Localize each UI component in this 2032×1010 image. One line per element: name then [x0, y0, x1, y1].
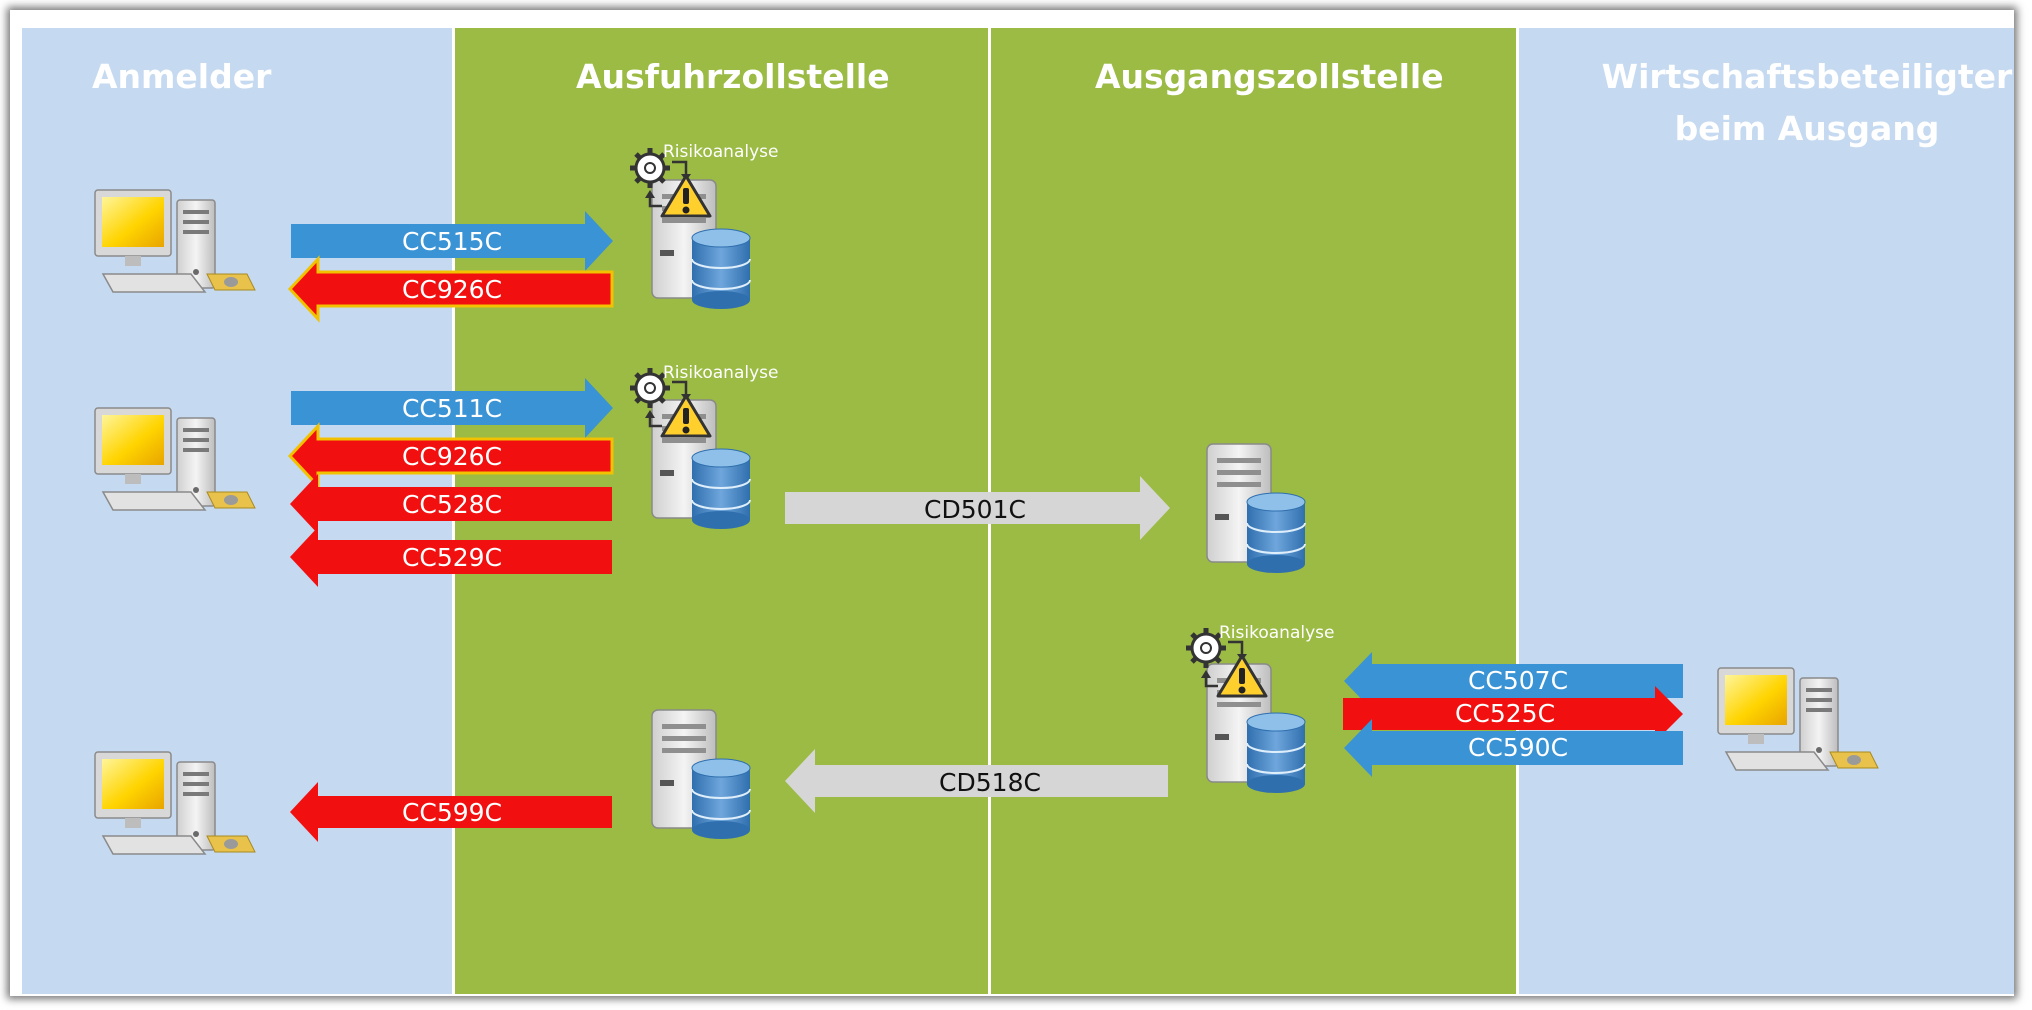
arrow-right	[291, 378, 613, 438]
message-label: CC515C	[402, 227, 502, 256]
lane-title-ausgangszollstelle: Ausgangszollstelle	[1095, 57, 1444, 96]
message-label: CC926C	[402, 442, 502, 471]
arrow-right	[785, 476, 1170, 540]
arrow-left	[290, 782, 612, 842]
message-label: CC599C	[402, 798, 502, 827]
risk-label: Risikoanalyse	[663, 142, 778, 162]
message-label: CD518C	[939, 768, 1041, 797]
arrow-left	[287, 422, 614, 490]
lane-title-wirtschaftsbeteiligter-line2: beim Ausgang	[1675, 109, 1940, 148]
message-label: CC507C	[1468, 666, 1568, 695]
message-label: CC590C	[1468, 733, 1568, 762]
message-label: CC529C	[402, 543, 502, 572]
risk-label: Risikoanalyse	[1219, 623, 1334, 643]
message-label: CC528C	[402, 490, 502, 519]
message-label: CC926C	[402, 275, 502, 304]
message-label: CC525C	[1455, 699, 1555, 728]
message-label: CC511C	[402, 394, 502, 423]
arrow-left	[1344, 652, 1683, 710]
lane-wirtschaftsbeteiligter	[1519, 28, 2014, 994]
lane-title-wirtschaftsbeteiligter-line1: Wirtschaftsbeteiligter	[1602, 57, 2013, 96]
arrow-left	[287, 255, 614, 323]
arrow-left	[290, 474, 612, 534]
arrow-right	[291, 211, 613, 271]
arrow-left	[1344, 719, 1683, 777]
arrow-right	[1343, 686, 1683, 742]
message-label: CD501C	[924, 495, 1026, 524]
arrow-left	[290, 527, 612, 587]
risk-label: Risikoanalyse	[663, 363, 778, 383]
arrow-left	[785, 749, 1168, 813]
lane-title-anmelder: Anmelder	[92, 57, 272, 96]
lane-title-ausfuhrzollstelle: Ausfuhrzollstelle	[576, 57, 890, 96]
